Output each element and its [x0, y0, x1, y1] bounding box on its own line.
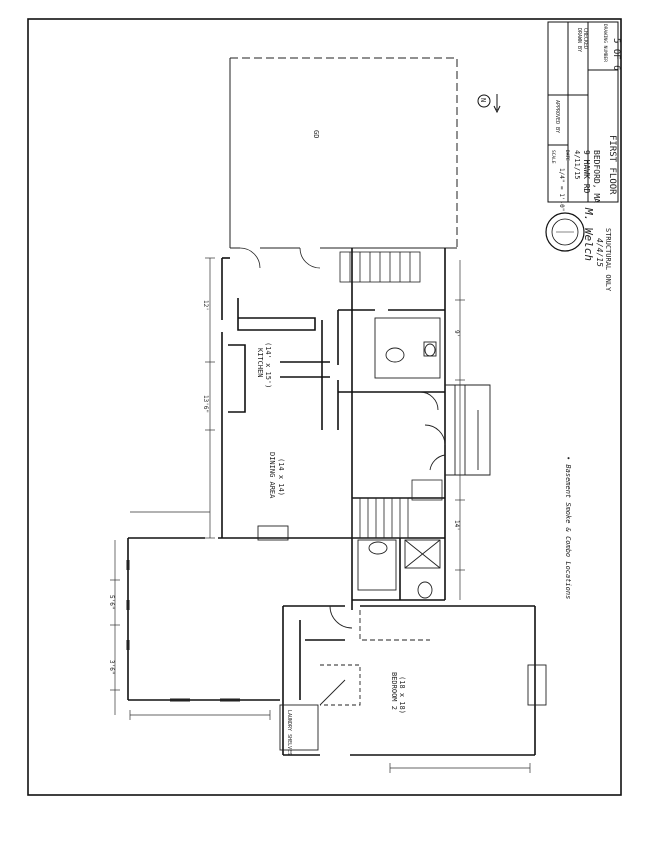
garage: [229, 57, 458, 269]
tb-scale-label: SCALE: [550, 150, 556, 164]
bathroom-1: [374, 317, 441, 411]
tb-drawing-number-label: DRAWING NUMBER: [602, 24, 608, 62]
room-bedroom: BEDROOM 2: [390, 672, 398, 710]
stamp-signature: M. Welch: [582, 207, 595, 261]
garage-stairs: [339, 251, 421, 283]
smoke-note: • Basement Smoke & Combo Locations: [564, 456, 572, 599]
dim-3: 5'6": [108, 595, 115, 609]
tb-date-label: DATE: [564, 150, 570, 161]
tb-date-value: 4/11/15: [573, 150, 581, 180]
dim-1: 12': [202, 300, 209, 311]
tb-address-2: BEDFORD, MA: [592, 150, 601, 203]
room-dining-dims: (14 x 14): [277, 458, 285, 496]
tb-approved-label: APPROVED BY: [554, 100, 560, 133]
north-label: N: [479, 98, 487, 102]
room-dining: DINING AREA: [268, 452, 276, 499]
title-block-frame: [547, 21, 619, 203]
room-garage: GD: [312, 130, 320, 138]
tb-sheet-title: FIRST FLOOR: [607, 135, 617, 195]
stamp-date: 4/4/15: [595, 238, 604, 267]
sheet-border: [27, 18, 622, 796]
entry-deck: [424, 384, 491, 476]
dim-5: 14': [453, 520, 460, 531]
tb-drawing-number: 5 OF 6: [611, 38, 621, 71]
dim-4: 3'6": [108, 660, 115, 674]
tb-scale-value: 1/4" = 1'-0": [558, 168, 565, 211]
room-kitchen-dims: (14' x 15'): [264, 342, 272, 388]
room-closet: LAUNDRY SHELVES: [286, 710, 292, 755]
north-arrow: [477, 94, 501, 114]
dim-2: 13'6": [202, 395, 209, 413]
house-walls: [218, 248, 446, 610]
interior-stairs: [351, 479, 443, 539]
engineer-stamp: [545, 212, 585, 252]
bedroom-details: [126, 525, 547, 751]
dimension-lines: [110, 257, 531, 773]
bedroom-wing: [127, 537, 536, 756]
bathroom-2: [357, 539, 441, 599]
stamp-note: STRUCTURAL ONLY: [604, 228, 612, 292]
dim-6: 9': [453, 330, 460, 337]
tb-drawn-by-label: DRAWN BY: [576, 28, 582, 52]
tb-checked-label: CHECKED: [582, 28, 588, 49]
room-kitchen: KITCHEN: [256, 348, 264, 378]
room-bedroom-dims: (18 x 18): [398, 676, 406, 714]
tb-address-1: 9 HAWK RD: [582, 150, 591, 194]
